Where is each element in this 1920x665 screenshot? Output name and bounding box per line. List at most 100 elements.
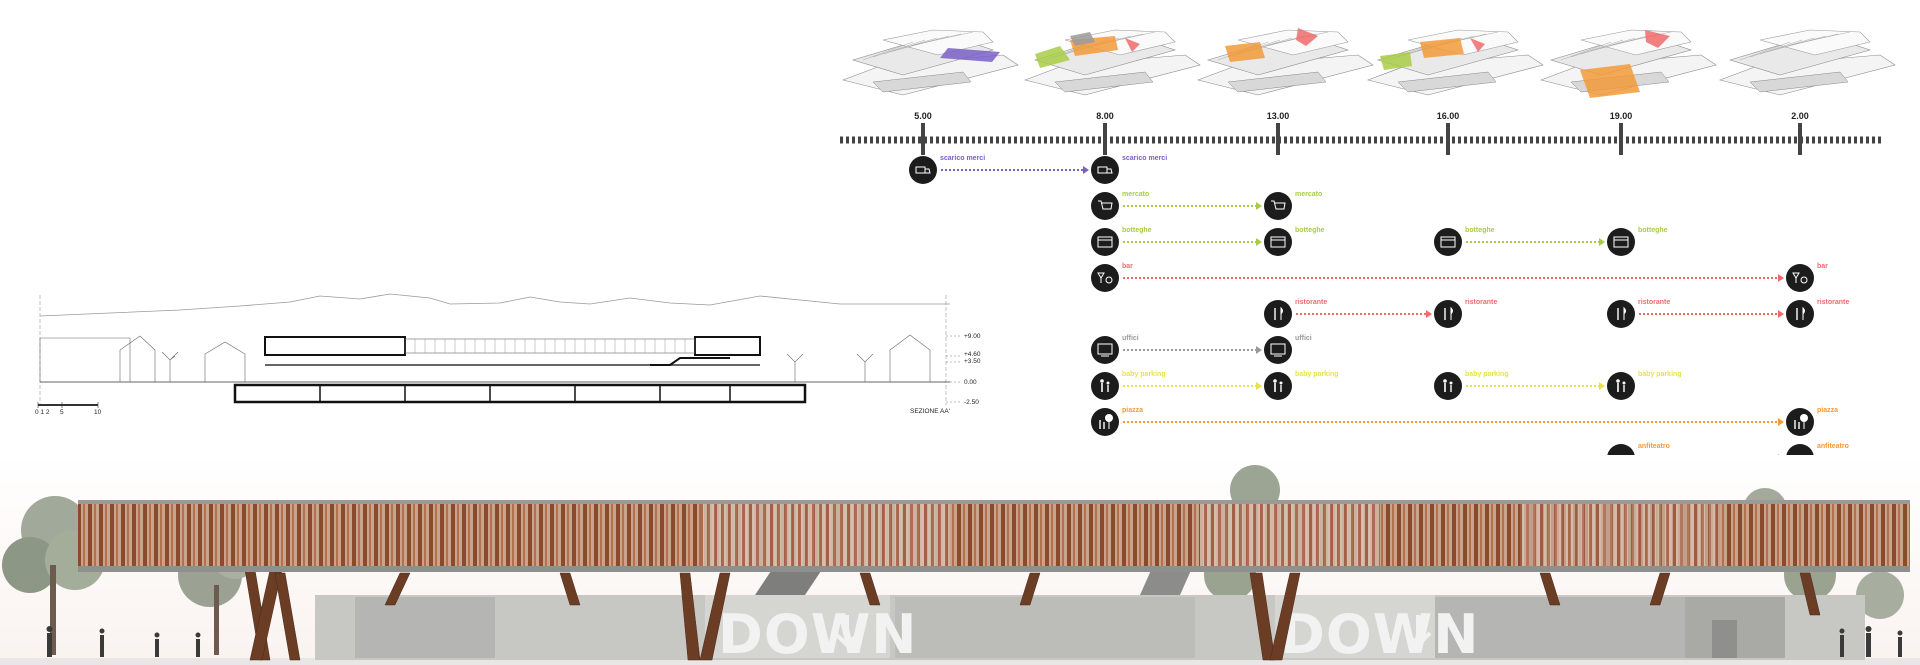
activity-label: bar xyxy=(1817,263,1828,270)
activity-label: mercato xyxy=(1295,191,1322,198)
tree-people-icon xyxy=(1091,408,1119,436)
activity-label: ristorante xyxy=(1817,299,1849,306)
time-label: 13.00 xyxy=(1267,111,1290,121)
activity-label: ristorante xyxy=(1465,299,1497,306)
shop-icon xyxy=(1607,228,1635,256)
activity-label: botteghe xyxy=(1122,227,1152,234)
activity-label: baby parking xyxy=(1465,371,1509,378)
level-label: +3.50 xyxy=(964,358,981,365)
highlight-zone xyxy=(1470,38,1485,52)
truck-icon xyxy=(909,156,937,184)
activity-label: botteghe xyxy=(1465,227,1495,234)
down-sign: DOWN xyxy=(718,603,918,665)
arrow-head-icon xyxy=(1256,346,1262,354)
highlight-zone xyxy=(1420,38,1464,58)
activity-label: uffici xyxy=(1295,335,1312,342)
activity-label: piazza xyxy=(1817,407,1838,414)
cutlery-icon xyxy=(1786,300,1814,328)
time-label: 19.00 xyxy=(1610,111,1633,121)
activity-label: piazza xyxy=(1122,407,1143,414)
axonometric-model xyxy=(841,29,1019,96)
family-icon xyxy=(1607,372,1635,400)
activity-label: baby parking xyxy=(1638,371,1682,378)
activity-label: botteghe xyxy=(1638,227,1668,234)
time-label: 8.00 xyxy=(1096,111,1114,121)
tree-people-icon xyxy=(1786,408,1814,436)
level-label: +9.00 xyxy=(964,333,981,340)
level-label: +4.60 xyxy=(964,351,981,358)
activity-label: mercato xyxy=(1122,191,1149,198)
scale-label: 0 1 2 xyxy=(35,409,50,416)
highlight-zone xyxy=(1225,42,1265,62)
activity-label: anfiteatro xyxy=(1817,443,1849,450)
highlight-zone xyxy=(1035,46,1070,68)
shop-icon xyxy=(1091,228,1119,256)
axonometric-model xyxy=(1023,29,1201,96)
arrow-head-icon xyxy=(1599,382,1605,390)
cutlery-icon xyxy=(1264,300,1292,328)
building-elevation: DOWN DOWN xyxy=(0,455,1920,665)
axonometric-model xyxy=(1366,29,1544,96)
highlight-zone xyxy=(1296,28,1318,46)
highlight-zone xyxy=(1645,30,1670,48)
arrow-head-icon xyxy=(1778,418,1784,426)
highlight-zone xyxy=(940,48,1000,62)
down-sign: DOWN xyxy=(1280,603,1480,665)
cart-icon xyxy=(1091,192,1119,220)
highlight-zone xyxy=(1125,38,1140,52)
level-label: 0.00 xyxy=(964,379,977,386)
cocktail-icon xyxy=(1786,264,1814,292)
activity-label: anfiteatro xyxy=(1638,443,1670,450)
shop-icon xyxy=(1434,228,1462,256)
arrow-head-icon xyxy=(1778,274,1784,282)
cart-icon xyxy=(1264,192,1292,220)
level-label: -2.50 xyxy=(964,399,979,406)
cutlery-icon xyxy=(1434,300,1462,328)
activity-label: baby parking xyxy=(1122,371,1166,378)
time-label: 16.00 xyxy=(1437,111,1460,121)
activity-label: ristorante xyxy=(1638,299,1670,306)
mountain-skyline xyxy=(39,293,950,317)
activity-label: scarico merci xyxy=(1122,155,1167,162)
highlight-zone xyxy=(1580,64,1640,98)
axonometric-model xyxy=(1196,28,1374,96)
scale-bar: 0 1 2 5 10 xyxy=(35,402,102,416)
scale-label: 10 xyxy=(94,409,102,416)
family-icon xyxy=(1091,372,1119,400)
down-arrow-icon xyxy=(1404,615,1432,648)
activity-label: baby parking xyxy=(1295,371,1339,378)
timeline: 5.00 8.00 13.00 16.00 19.00 2.00 xyxy=(840,111,1882,155)
highlight-zone xyxy=(1070,32,1095,46)
activity-label: ristorante xyxy=(1295,299,1327,306)
section-title: SEZIONE AA' xyxy=(910,408,950,415)
highlight-zone xyxy=(1380,52,1412,70)
shop-icon xyxy=(1264,228,1292,256)
cutlery-icon xyxy=(1607,300,1635,328)
family-icon xyxy=(1434,372,1462,400)
axonometric-diagrams xyxy=(841,28,1896,98)
arrow-head-icon xyxy=(1256,202,1262,210)
arrow-head-icon xyxy=(1256,238,1262,246)
tree xyxy=(2,496,105,655)
activity-label: botteghe xyxy=(1295,227,1325,234)
truck-icon xyxy=(1091,156,1119,184)
arrow-head-icon xyxy=(1599,238,1605,246)
monitor-icon xyxy=(1264,336,1292,364)
time-label: 5.00 xyxy=(914,111,932,121)
arrow-head-icon xyxy=(1256,382,1262,390)
axonometric-model xyxy=(1539,29,1717,98)
down-arrow-icon xyxy=(833,615,861,648)
arrow-head-icon xyxy=(1426,310,1432,318)
activity-label: bar xyxy=(1122,263,1133,270)
activity-label: uffici xyxy=(1122,335,1139,342)
activity-label: scarico merci xyxy=(940,155,985,162)
monitor-icon xyxy=(1091,336,1119,364)
arrow-head-icon xyxy=(1083,166,1089,174)
family-icon xyxy=(1264,372,1292,400)
arrow-head-icon xyxy=(1778,310,1784,318)
scale-label: 5 xyxy=(60,409,64,416)
activity-schedule: scarico merci scarico merci mercato mercato… xyxy=(909,155,1849,472)
time-label: 2.00 xyxy=(1791,111,1809,121)
axonometric-model xyxy=(1718,29,1896,96)
section-drawing: +9.00 +4.60 +3.50 0.00 -2.50 0 1 2 5 10 … xyxy=(35,293,981,416)
